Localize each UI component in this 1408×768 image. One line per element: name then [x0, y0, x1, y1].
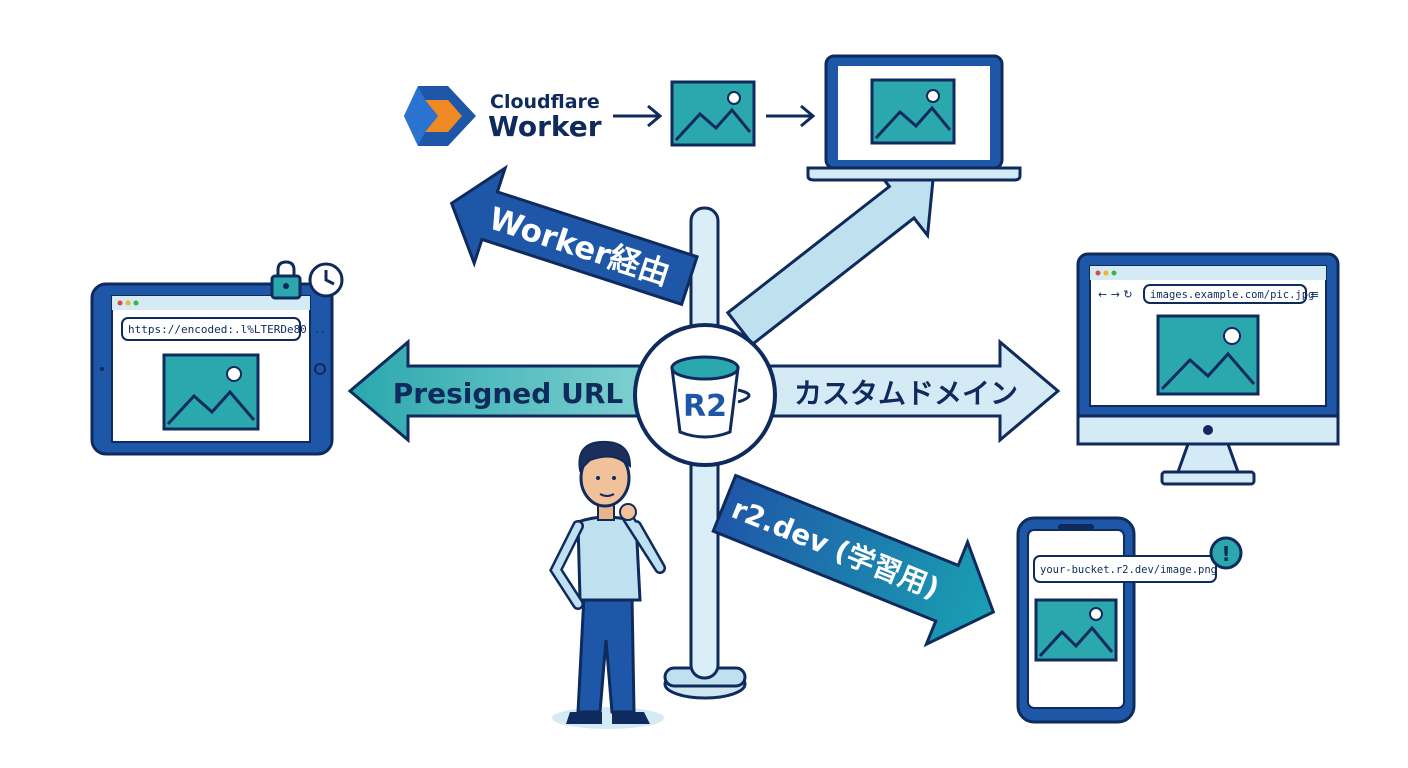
tablet-url-text: https://encoded:.l%LTERDe80...	[128, 323, 327, 336]
r2-label: R2	[683, 389, 727, 424]
presigned-route-label: Presigned URL	[393, 377, 624, 410]
laptop-icon	[806, 54, 1022, 182]
flow-arrow-2	[766, 104, 816, 128]
laptop-route-arrow	[725, 167, 935, 347]
phone-device: your-bucket.r2.dev/image.png	[1016, 516, 1217, 724]
r2dev-route-arrow: r2.dev (学習用)	[711, 473, 996, 648]
r2-bucket-hub: R2	[633, 323, 777, 467]
worker-route-arrow: Worker経由	[449, 164, 699, 307]
lock-icon	[270, 260, 302, 300]
custom-domain-route-label: カスタムドメイン	[794, 377, 1018, 410]
phone-url-text: your-bucket.r2.dev/image.png	[1040, 564, 1217, 576]
alert-mark: !	[1221, 542, 1230, 566]
browser-nav-icons: ← → ↻	[1098, 288, 1133, 301]
flow-arrow-1	[613, 104, 663, 128]
cloudflare-label: Cloudflare	[490, 91, 600, 113]
tablet-device: https://encoded:.l%LTERDe80...	[90, 282, 334, 456]
desktop-monitor: ← → ↻ images.example.com/pic.jpg ≡	[1076, 252, 1340, 486]
worker-label: Worker	[488, 110, 602, 143]
clock-icon	[308, 262, 344, 298]
alert-icon: !	[1209, 536, 1243, 570]
custom-domain-route-arrow: カスタムドメイン	[758, 338, 1061, 444]
browser-menu-icon: ≡	[1310, 288, 1319, 301]
thinking-person	[549, 440, 666, 729]
desktop-url-text: images.example.com/pic.jpg	[1150, 289, 1314, 301]
image-icon	[670, 80, 756, 147]
presigned-route-arrow: Presigned URL	[347, 338, 650, 444]
cloudflare-worker-logo: Cloudflare Worker	[404, 86, 602, 146]
